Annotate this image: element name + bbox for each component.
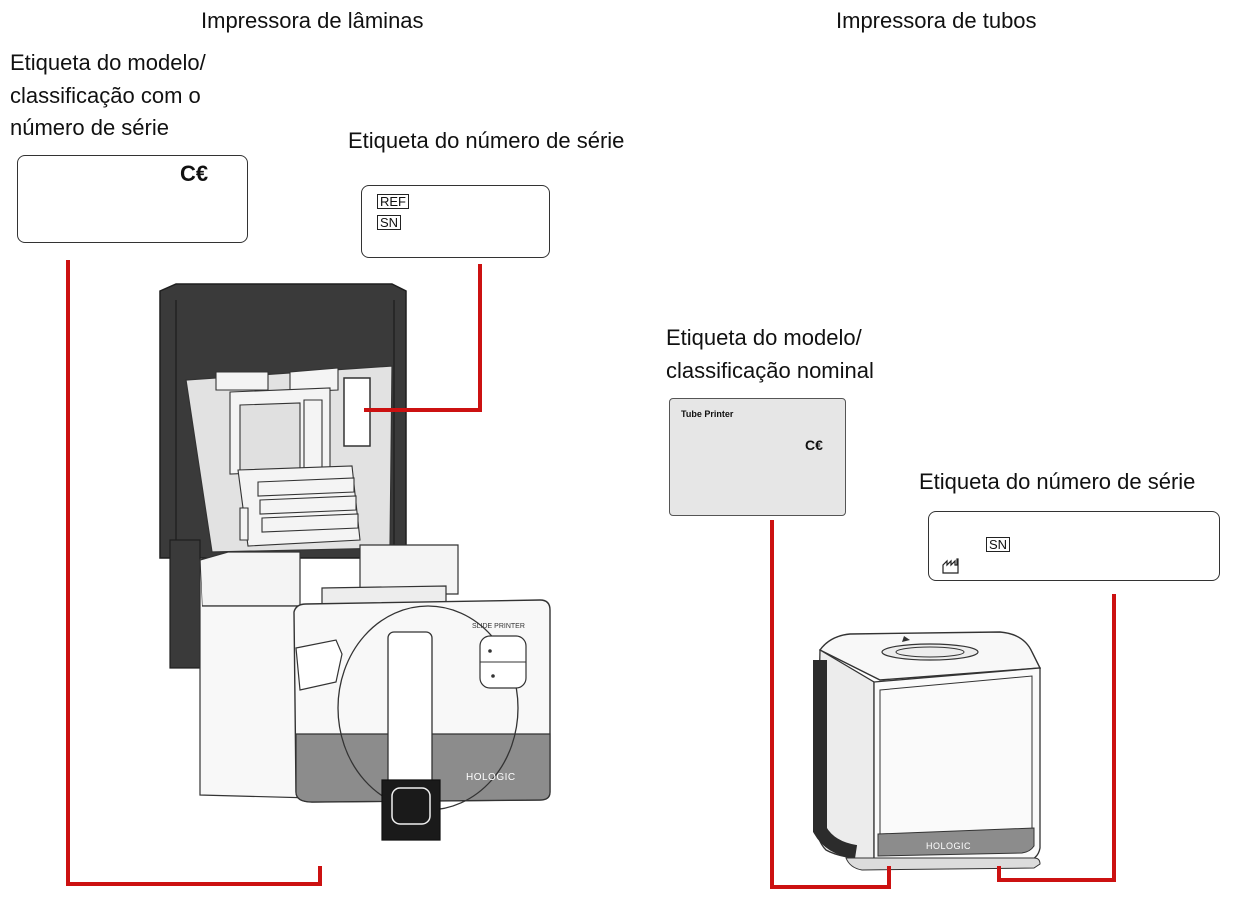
date-of-manufacture-icon (942, 558, 959, 574)
ref-symbol: REF (377, 194, 409, 209)
slide-printer-illustration: SLIDE PRINTER HOLOGIC (159, 283, 551, 841)
sn-symbol: SN (986, 537, 1011, 552)
device-name-text: SLIDE PRINTER (472, 623, 525, 630)
leader-lines (66, 260, 1116, 889)
slide-rating-label: C€ (17, 155, 248, 243)
ce-mark: C€ (180, 161, 209, 186)
tube-rating-label-caption-line2: classificação nominal (666, 358, 874, 383)
tube-rating-label-title: Tube Printer (681, 409, 734, 419)
tube-printer-heading: Impressora de tubos (836, 8, 1037, 33)
slide-rating-label-caption-line1: Etiqueta do modelo/ (10, 50, 206, 75)
slide-serial-label-caption: Etiqueta do número de série (348, 128, 625, 153)
slide-serial-leader-line (364, 264, 482, 412)
tube-rating-label: Tube Printer C€ (669, 398, 846, 516)
slide-rating-label-caption-line3: número de série (10, 115, 169, 140)
tube-rating-leader-line (770, 520, 891, 889)
tube-serial-label: SN (928, 511, 1220, 581)
sn-symbol: SN (377, 215, 402, 230)
slide-printer-heading: Impressora de lâminas (201, 8, 424, 33)
tube-serial-label-caption: Etiqueta do número de série (919, 469, 1196, 494)
slide-serial-label: REF SN (361, 185, 550, 258)
ce-mark: C€ (805, 437, 823, 453)
hologic-logo-text: HOLOGIC (926, 841, 971, 851)
tube-printer-illustration: HOLOGIC (813, 631, 1042, 871)
tube-rating-label-caption-line1: Etiqueta do modelo/ (666, 325, 862, 350)
slide-rating-label-caption-line2: classificação com o (10, 83, 201, 108)
hologic-logo-text: HOLOGIC (466, 772, 516, 783)
tube-serial-leader-line (997, 594, 1116, 882)
slide-rating-leader-line (66, 260, 322, 886)
